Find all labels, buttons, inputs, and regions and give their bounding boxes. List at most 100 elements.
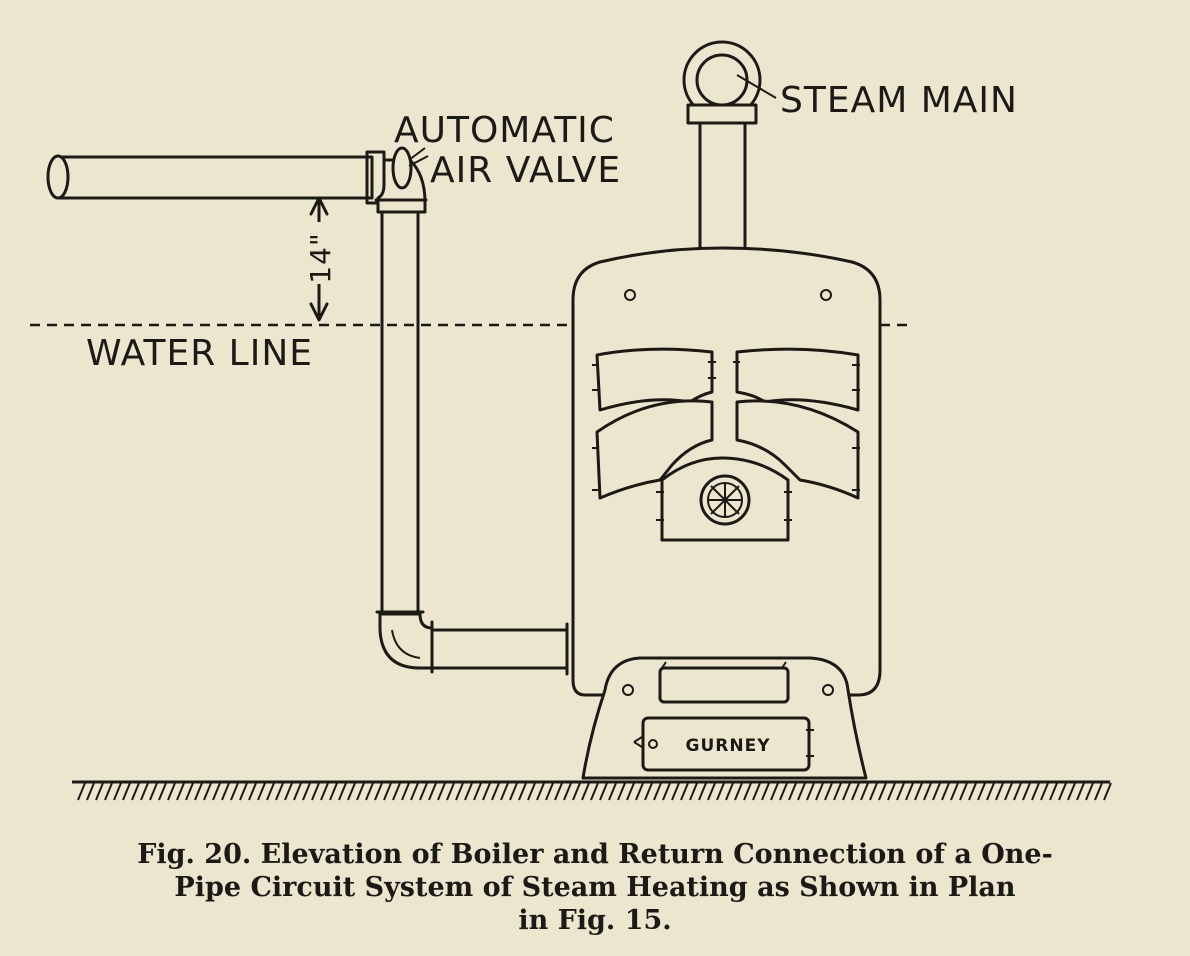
floor-hatch-mark: [563, 782, 572, 801]
dimension-marker: [306, 196, 332, 322]
floor-hatch-mark: [518, 782, 527, 801]
floor-hatch-mark: [977, 782, 986, 801]
floor-hatch-mark: [752, 782, 761, 801]
floor-hatch-mark: [140, 782, 149, 801]
floor-hatch-mark: [194, 782, 203, 801]
floor-hatch-mark: [491, 782, 500, 801]
steam-main-label: STEAM MAIN: [780, 80, 1018, 121]
floor-hatch-mark: [1049, 782, 1058, 801]
floor-hatch-mark: [77, 782, 86, 801]
floor-hatch-mark: [1094, 782, 1103, 801]
floor-hatch-mark: [635, 782, 644, 801]
floor-hatch-mark: [401, 782, 410, 801]
floor-hatch-mark: [248, 782, 257, 801]
floor-hatch-mark: [167, 782, 176, 801]
floor-hatch-mark: [968, 782, 977, 801]
floor-hatch-mark: [707, 782, 716, 801]
floor-hatch-mark: [95, 782, 104, 801]
floor-hatch-mark: [122, 782, 131, 801]
floor-hatch-mark: [239, 782, 248, 801]
floor-hatch-mark: [203, 782, 212, 801]
floor-hatch-mark: [932, 782, 941, 801]
figure-caption: Fig. 20. Elevation of Boiler and Return …: [0, 838, 1190, 937]
floor-hatch-mark: [923, 782, 932, 801]
floor-hatch-mark: [950, 782, 959, 801]
fire-door: [656, 456, 792, 542]
floor-hatch-mark: [410, 782, 419, 801]
floor-hatch-mark: [941, 782, 950, 801]
floor-hatch-mark: [158, 782, 167, 801]
floor-hatch-mark: [437, 782, 446, 801]
floor-hatch-mark: [905, 782, 914, 801]
floor-hatch-mark: [590, 782, 599, 801]
horizontal-return-pipe: [46, 150, 386, 205]
floor-hatch-mark: [365, 782, 374, 801]
boiler-diagram: 14": [30, 40, 1112, 801]
floor-hatch-mark: [644, 782, 653, 801]
upper-left-door: [592, 347, 716, 412]
floor-hatch-mark: [842, 782, 851, 801]
floor-hatch-mark: [1004, 782, 1013, 801]
floor-hatch-mark: [860, 782, 869, 801]
floor-hatch-mark: [356, 782, 365, 801]
steam-main-pipe: [682, 40, 777, 250]
upper-right-door: [733, 347, 860, 412]
floor-hatch-mark: [725, 782, 734, 801]
floor-hatch-mark: [545, 782, 554, 801]
floor-hatch-mark: [419, 782, 428, 801]
floor-hatch-mark: [212, 782, 221, 801]
floor-hatch-mark: [1031, 782, 1040, 801]
floor-hatch-mark: [329, 782, 338, 801]
floor-hatch-mark: [86, 782, 95, 801]
air-valve-label: AIR VALVE: [430, 150, 621, 191]
floor-hatch-mark: [671, 782, 680, 801]
floor-hatch-mark: [1058, 782, 1067, 801]
floor-hatch-mark: [914, 782, 923, 801]
floor-hatch-mark: [851, 782, 860, 801]
floor-hatch-mark: [275, 782, 284, 801]
ash-door-nameplate: GURNEY: [686, 736, 771, 756]
floor-hatch-mark: [392, 782, 401, 801]
floor-hatch-mark: [608, 782, 617, 801]
bottom-elbow-fitting: [378, 612, 434, 674]
floor-hatch-mark: [716, 782, 725, 801]
floor-hatch-mark: [527, 782, 536, 801]
floor-hatch-mark: [482, 782, 491, 801]
floor-hatch-mark: [266, 782, 275, 801]
floor-hatch-mark: [131, 782, 140, 801]
floor-hatch-mark: [581, 782, 590, 801]
floor-hatch-mark: [473, 782, 482, 801]
floor-hatch-mark: [653, 782, 662, 801]
floor-hatch-mark: [113, 782, 122, 801]
floor-hatch-mark: [833, 782, 842, 801]
floor-hatch-mark: [761, 782, 770, 801]
floor-hatch-mark: [104, 782, 113, 801]
floor-hatch-mark: [788, 782, 797, 801]
floor-hatch-mark: [1040, 782, 1049, 801]
floor-hatch-mark: [455, 782, 464, 801]
floor-hatch-mark: [1103, 782, 1112, 801]
floor-hatch-mark: [743, 782, 752, 801]
water-line-label: WATER LINE: [86, 333, 313, 374]
caption-line-3: in Fig. 15.: [518, 905, 672, 936]
floor-hatch-mark: [446, 782, 455, 801]
floor-hatch-mark: [662, 782, 671, 801]
floor-hatch-mark: [338, 782, 347, 801]
middle-left-door: [592, 399, 714, 500]
floor-hatch-mark: [626, 782, 635, 801]
floor-hatch-mark: [1022, 782, 1031, 801]
floor-hatch-mark: [347, 782, 356, 801]
floor-hatch-mark: [986, 782, 995, 801]
floor-hatch-mark: [554, 782, 563, 801]
floor-hatch-mark: [689, 782, 698, 801]
floor-hatch-mark: [959, 782, 968, 801]
floor-hatch-mark: [1013, 782, 1022, 801]
floor-hatch-mark: [428, 782, 437, 801]
floor-hatch-mark: [896, 782, 905, 801]
floor-hatch-mark: [374, 782, 383, 801]
floor-hatch-mark: [464, 782, 473, 801]
floor-hatch-mark: [320, 782, 329, 801]
floor-hatch-mark: [230, 782, 239, 801]
floor-hatch-mark: [869, 782, 878, 801]
floor-hatch-mark: [293, 782, 302, 801]
